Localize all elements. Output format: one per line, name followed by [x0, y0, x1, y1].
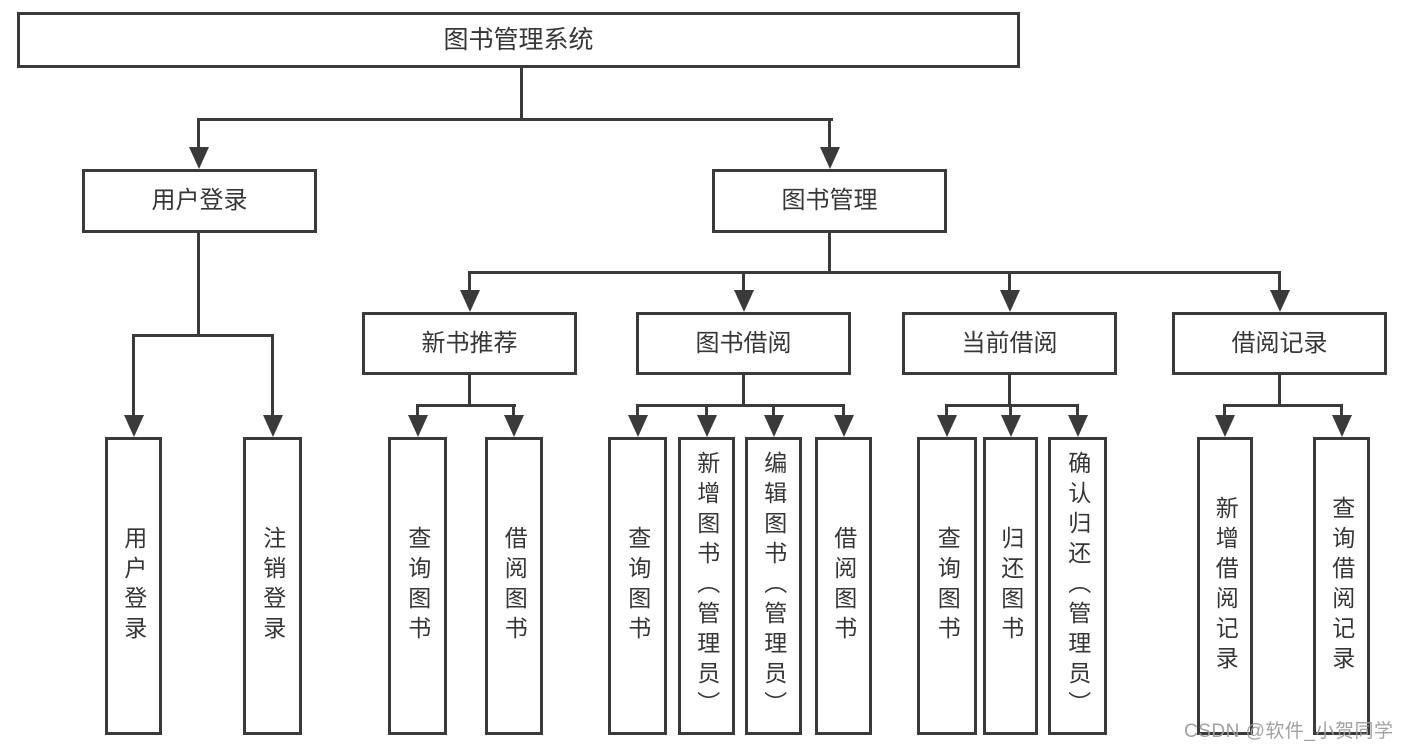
connector-line	[742, 271, 745, 295]
connector-line	[828, 118, 831, 153]
node-leaf-logout: 注销登录	[243, 437, 302, 735]
arrowhead-down-icon	[460, 290, 480, 312]
connector-line	[945, 404, 1079, 407]
arrowhead-down-icon	[764, 415, 784, 437]
arrowhead-down-icon	[937, 415, 957, 437]
node-book-mgmt: 图书管理	[712, 169, 947, 233]
arrowhead-down-icon	[628, 415, 648, 437]
connector-line	[945, 404, 948, 420]
arrowhead-down-icon	[697, 415, 717, 437]
arrowhead-down-icon	[820, 147, 840, 169]
connector-line	[1223, 404, 1226, 420]
connector-line	[416, 404, 516, 407]
node-leaf-edit-book-admin: 编辑图书（管理员）	[745, 437, 802, 735]
connector-line	[1223, 404, 1343, 407]
connector-line	[1008, 373, 1011, 407]
node-leaf-confirm-return-admin: 确认归还（管理员）	[1048, 437, 1107, 735]
node-leaf-add-borrow-record: 新增借阅记录	[1197, 437, 1253, 735]
arrowhead-down-icon	[734, 290, 754, 312]
connector-line	[1340, 404, 1343, 420]
node-leaf-query-borrow-record: 查询借阅记录	[1313, 437, 1370, 735]
node-leaf-user-login: 用户登录	[105, 437, 162, 735]
connector-line	[468, 271, 471, 295]
node-current-borrow: 当前借阅	[902, 312, 1117, 375]
node-leaf-borrow-books-2: 借阅图书	[815, 437, 872, 735]
csdn-watermark: CSDN @软件_小贺同学	[1184, 721, 1394, 742]
connector-line	[197, 118, 833, 121]
connector-line	[842, 404, 845, 420]
node-leaf-query-books-borrow: 查询图书	[608, 437, 667, 735]
connector-line	[1278, 373, 1281, 407]
connector-line	[512, 404, 515, 420]
connector-line	[132, 334, 274, 337]
connector-line	[828, 233, 831, 274]
arrowhead-down-icon	[1001, 415, 1021, 437]
node-root: 图书管理系统	[17, 12, 1020, 68]
connector-line	[1278, 271, 1281, 295]
connector-line	[772, 404, 775, 420]
connector-line	[132, 334, 135, 419]
connector-line	[271, 334, 274, 419]
arrowhead-down-icon	[1215, 415, 1235, 437]
connector-line	[1009, 404, 1012, 420]
node-leaf-borrow-books-new: 借阅图书	[485, 437, 543, 735]
connector-line	[416, 404, 419, 420]
connector-line	[197, 118, 200, 153]
node-leaf-add-book-admin: 新增图书（管理员）	[678, 437, 735, 735]
connector-line	[705, 404, 708, 420]
connector-line	[636, 404, 639, 420]
node-leaf-query-books-new: 查询图书	[388, 437, 447, 735]
node-user-login: 用户登录	[82, 169, 317, 233]
connector-line	[1076, 404, 1079, 420]
arrowhead-down-icon	[1000, 290, 1020, 312]
connector-line	[636, 404, 845, 407]
arrowhead-down-icon	[1068, 415, 1088, 437]
node-borrow-records: 借阅记录	[1172, 312, 1387, 375]
arrowhead-down-icon	[1332, 415, 1352, 437]
node-leaf-query-books-current: 查询图书	[917, 437, 977, 735]
arrowhead-down-icon	[189, 147, 209, 169]
arrowhead-down-icon	[1270, 290, 1290, 312]
connector-line	[742, 373, 745, 407]
node-new-books: 新书推荐	[362, 312, 577, 375]
connector-line	[520, 68, 523, 121]
connector-line	[1008, 271, 1011, 295]
connector-line	[468, 373, 471, 407]
node-leaf-return-book: 归还图书	[983, 437, 1038, 735]
arrowhead-down-icon	[504, 415, 524, 437]
arrowhead-down-icon	[124, 415, 144, 437]
connector-line	[197, 233, 200, 337]
arrowhead-down-icon	[408, 415, 428, 437]
arrowhead-down-icon	[834, 415, 854, 437]
arrowhead-down-icon	[263, 415, 283, 437]
connector-line	[468, 271, 1281, 274]
node-book-borrow: 图书借阅	[636, 312, 851, 375]
